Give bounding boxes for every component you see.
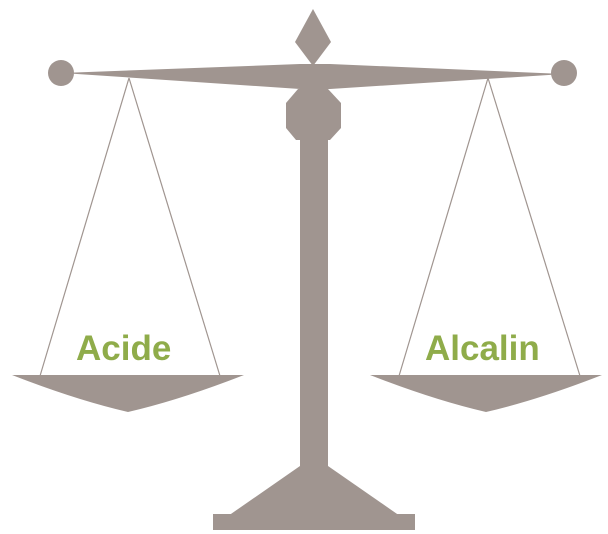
- top-finial: [295, 9, 331, 66]
- column-collar: [286, 89, 341, 140]
- acid-label: Acide: [76, 331, 171, 366]
- left-beam-knob: [48, 60, 74, 86]
- base-flare: [228, 466, 400, 516]
- left-pan: [12, 375, 244, 412]
- right-pan: [370, 375, 602, 412]
- beam: [62, 64, 564, 89]
- base-foot: [213, 514, 415, 530]
- column: [300, 138, 328, 468]
- right-beam-knob: [551, 60, 577, 86]
- alkaline-label: Alcalin: [425, 331, 540, 366]
